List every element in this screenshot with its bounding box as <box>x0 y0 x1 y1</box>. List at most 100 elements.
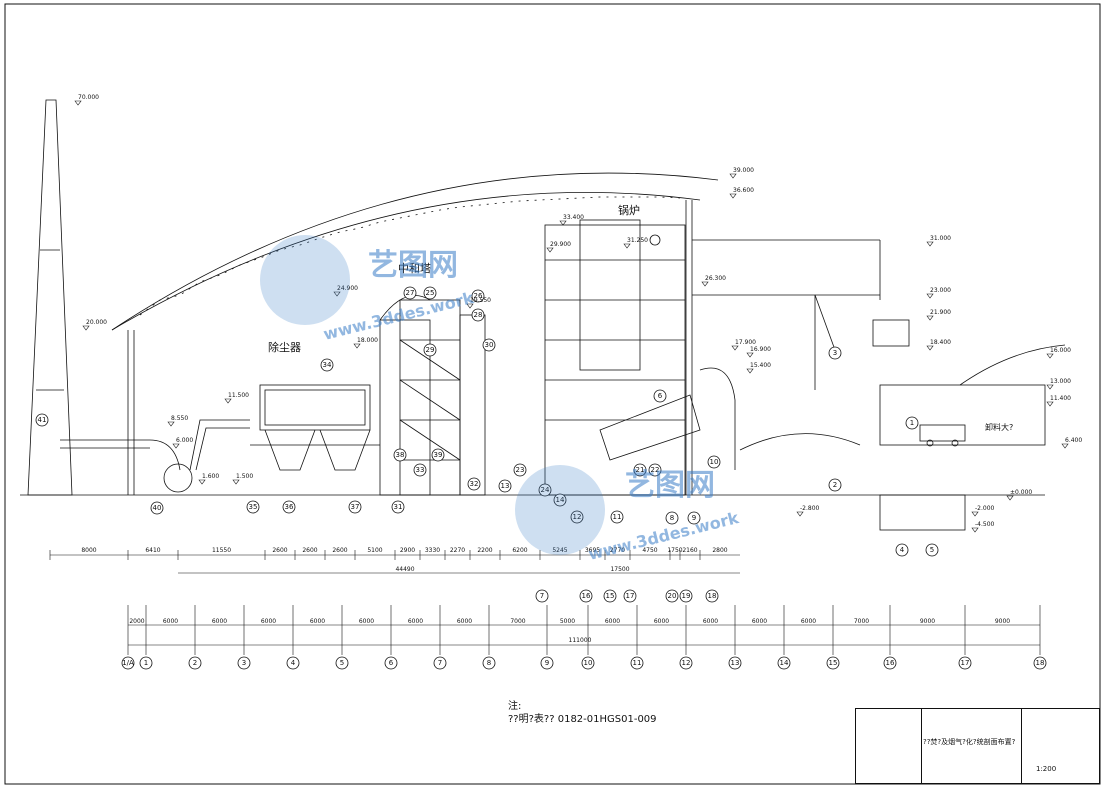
elevation-marker-icon <box>466 303 474 309</box>
equipment-tag-number: 3 <box>833 349 837 357</box>
equipment-tag-bubble <box>423 343 437 357</box>
dust-removal-label: 除尘器 <box>268 340 301 354</box>
equipment-tag-bubble <box>482 338 496 352</box>
elevation-marker-icon <box>82 325 90 331</box>
elevation-value: 21.900 <box>930 309 951 316</box>
elevation-marker-icon <box>926 293 934 299</box>
equipment-tag-bubble <box>633 463 647 477</box>
elevation-marker-icon <box>353 343 361 349</box>
elevation-marker-icon <box>926 241 934 247</box>
equipment-tag-bubble <box>653 389 667 403</box>
elevation-value: 31.250 <box>627 237 648 244</box>
grid-axis-bubble <box>883 656 897 670</box>
sheet-border <box>4 3 1101 785</box>
drawing-title: ??焚?及烟气?化?统剖面布置? <box>923 738 1016 746</box>
elevation-value: 11.400 <box>1050 395 1071 402</box>
subtotal-dimension-2: 17500 <box>610 566 629 573</box>
elevation-value: -2.000 <box>975 505 995 512</box>
elevation-marker-icon <box>546 247 554 253</box>
elevation-marker-icon <box>1061 443 1069 449</box>
equipment-tag-number: 33 <box>416 466 425 474</box>
grid-axis-label: 13 <box>731 659 740 667</box>
elevation-value: 17.900 <box>735 339 756 346</box>
dimension-value: 6410 <box>145 547 160 554</box>
elevation-marker-icon <box>926 345 934 351</box>
equipment-tag-number: 18 <box>708 592 717 600</box>
dimension-value: 11550 <box>212 547 231 554</box>
equipment-tag-bubble <box>320 358 334 372</box>
dimension-value: 8000 <box>81 547 96 554</box>
elevation-marker-icon <box>167 421 175 427</box>
grid-axis-label: 4 <box>291 659 296 667</box>
equipment-tag-number: 10 <box>710 458 719 466</box>
equipment-tag-bubble <box>467 477 481 491</box>
equipment-tag-number: 4 <box>900 546 905 554</box>
watermark-2: 艺图网 www.3ddes.work <box>515 465 741 564</box>
dimension-value: 2600 <box>332 547 347 554</box>
elevation-value: 33.400 <box>563 214 584 221</box>
equipment-tag-number: 13 <box>501 482 510 490</box>
equipment-tag-number: 21 <box>636 466 645 474</box>
dimension-value: 2270 <box>450 547 465 554</box>
equipment-tag-number: 9 <box>692 514 696 522</box>
equipment-tag-number: 34 <box>323 361 332 369</box>
dimension-value: 1750 <box>667 547 682 554</box>
elevation-marker-icon <box>729 173 737 179</box>
watermark-logo-icon <box>515 465 605 555</box>
grid-axis-label: 7 <box>438 659 442 667</box>
dimension-value: 6000 <box>408 618 423 625</box>
equipment-tag-bubble <box>498 479 512 493</box>
grid-axis-label: 1 <box>144 659 148 667</box>
grid-axis-bubble <box>188 656 202 670</box>
dimension-value: 9000 <box>995 618 1010 625</box>
elevation-value: 23.000 <box>930 287 951 294</box>
equipment-tag-bubble <box>828 346 842 360</box>
dimension-value: 3330 <box>425 547 440 554</box>
equipment-tag-bubble <box>579 589 593 603</box>
equipment-tag-bubble <box>471 289 485 303</box>
elevation-value: 31.000 <box>930 235 951 242</box>
grid-axis-label: 11 <box>633 659 642 667</box>
equipment-tag-number: 27 <box>406 289 415 297</box>
equipment-tag-number: 15 <box>606 592 615 600</box>
elevation-value: 1.600 <box>202 473 219 480</box>
dimension-value: 6000 <box>605 618 620 625</box>
elevation-value: -4.500 <box>975 521 995 528</box>
equipment-tag-number: 19 <box>682 592 691 600</box>
equipment-tag-bubble <box>35 413 49 427</box>
grid-axis-bubble <box>139 656 153 670</box>
dimension-value: 5245 <box>552 547 567 554</box>
subtotal-dimension-1: 44490 <box>395 566 414 573</box>
watermark-text-cn: 艺图网 <box>625 468 715 503</box>
grid-axis-label: 8 <box>487 659 491 667</box>
grid-axis-bubble <box>777 656 791 670</box>
elevation-value: 29.900 <box>550 241 571 248</box>
equipment-tag-number: 12 <box>573 513 582 521</box>
equipment-tag-number: 35 <box>249 503 258 511</box>
equipment-tag-number: 37 <box>351 503 360 511</box>
elevation-marker-icon <box>232 479 240 485</box>
title-block-middle: ??焚?及烟气?化?统剖面布置? <box>921 709 1022 783</box>
elevation-value: 6.400 <box>1065 437 1082 444</box>
grid-axis-bubble <box>958 656 972 670</box>
grid-axis-label: 14 <box>780 659 789 667</box>
elevation-value: 16.000 <box>1050 347 1071 354</box>
elevation-marker-icon <box>559 220 567 226</box>
dimension-value: 9000 <box>920 618 935 625</box>
neutralization-tower-label: 中和塔 <box>398 262 431 275</box>
elevation-marker-icon <box>971 527 979 533</box>
equipment-tag-bubble <box>925 543 939 557</box>
grid-axis-label: 17 <box>961 659 970 667</box>
equipment-tag-number: 40 <box>153 504 162 512</box>
equipment-tag-bubble <box>665 511 679 525</box>
elevation-marker-icon <box>746 352 754 358</box>
equipment-tag-number: 7 <box>540 592 544 600</box>
grid-axis-bubble <box>1033 656 1047 670</box>
grid-axis-bubble <box>433 656 447 670</box>
dimension-value: 6000 <box>310 618 325 625</box>
crane-and-truck <box>739 294 966 451</box>
grid-axis-bubble <box>286 656 300 670</box>
